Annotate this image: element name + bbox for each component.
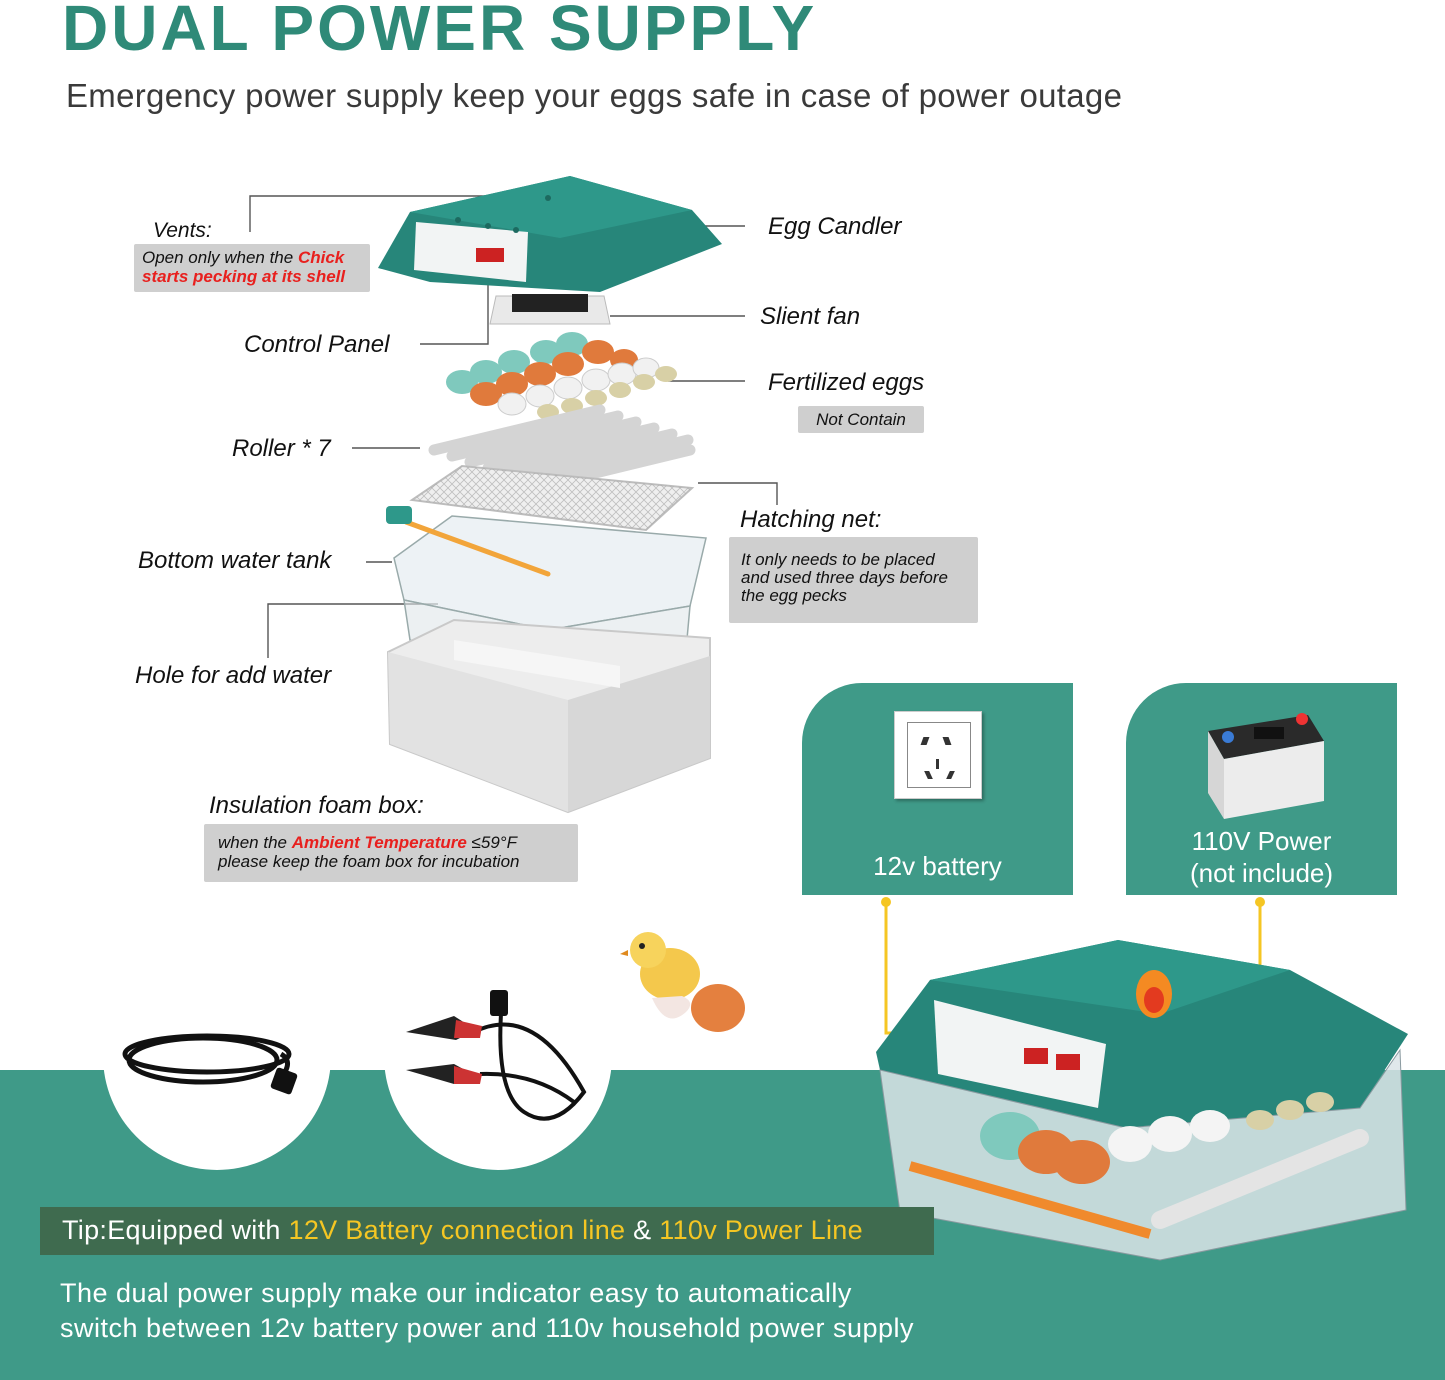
tip-prefix: Tip:Equipped with <box>62 1215 289 1245</box>
chick-icon <box>620 922 750 1034</box>
tip-highlight-power: 110v Power Line <box>659 1215 863 1245</box>
page-title: DUAL POWER SUPPLY <box>62 0 818 64</box>
battery-clip-cable-icon <box>406 990 587 1121</box>
water-tank-label: Bottom water tank <box>138 547 332 574</box>
vents-note-pre: Open only when the <box>142 248 298 267</box>
battery-card: 12v battery <box>802 683 1073 895</box>
power-cord-icon <box>122 1033 298 1095</box>
leader-lines <box>249 195 778 658</box>
incubator-lid <box>378 176 722 292</box>
egg-candler-label: Egg Candler <box>768 213 902 240</box>
foam-box-label: Insulation foam box: <box>209 792 424 819</box>
foam-box-note: when the Ambient Temperature ≤59°F pleas… <box>204 824 578 882</box>
insulation-foam-box <box>386 618 711 814</box>
vents-note: Open only when the Chick starts pecking … <box>134 244 370 292</box>
vents-note-post: starts pecking at its shell <box>142 267 346 286</box>
hatching-net-note-line3: the egg pecks <box>741 586 847 605</box>
power-cord-circle <box>103 942 331 1170</box>
vents-note-highlight: Chick <box>297 248 345 267</box>
description-line2: switch between 12v battery power and 110… <box>60 1313 915 1343</box>
hatching-net-label: Hatching net: <box>740 506 882 533</box>
silent-fan <box>489 294 611 325</box>
incubator-icon <box>876 940 1408 1261</box>
hatching-net-note-line1: It only needs to be placed <box>741 550 935 569</box>
foam-box-note-highlight: Ambient Temperature <box>291 833 467 852</box>
fertilized-eggs <box>446 332 677 420</box>
roller-label: Roller * 7 <box>232 435 331 462</box>
page-subtitle: Emergency power supply keep your eggs sa… <box>66 77 1123 114</box>
tip-ampersand: & <box>625 1215 660 1245</box>
foam-box-note-post: ≤59°F <box>466 833 517 852</box>
control-panel-label: Control Panel <box>244 331 390 358</box>
water-hole-label: Hole for add water <box>135 662 332 689</box>
power-card-label-line2: (not include) <box>1189 858 1334 888</box>
battery-card-label: 12v battery <box>873 851 1002 881</box>
rollers <box>428 404 696 492</box>
silent-fan-label: Slient fan <box>760 303 861 330</box>
power-connector-dot <box>1255 897 1265 907</box>
foam-box-note-line2: please keep the foam box for incubation <box>218 852 520 871</box>
vents-label: Vents: <box>153 219 212 242</box>
hatching-net-note: It only needs to be placed and used thre… <box>729 537 978 623</box>
fertilized-eggs-label: Fertilized eggs <box>768 369 925 396</box>
wall-outlet-icon <box>894 711 982 799</box>
fertilized-eggs-note: Not Contain <box>798 406 924 433</box>
hatching-net-note-line2: and used three days before <box>741 568 948 587</box>
power-card: 110V Power (not include) <box>1126 683 1397 895</box>
tip-bar: Tip:Equipped with 12V Battery connection… <box>40 1207 934 1255</box>
battery-connector-dot <box>881 897 891 907</box>
battery-cable-circle <box>384 942 612 1170</box>
tip-highlight-battery: 12V Battery connection line <box>288 1215 626 1245</box>
description-line1: The dual power supply make our indicator… <box>60 1278 852 1308</box>
power-card-label-line1: 110V Power <box>1191 826 1332 856</box>
foam-box-note-pre: when the <box>218 833 292 852</box>
hatching-net <box>409 464 695 532</box>
car-battery-icon <box>1198 697 1328 819</box>
